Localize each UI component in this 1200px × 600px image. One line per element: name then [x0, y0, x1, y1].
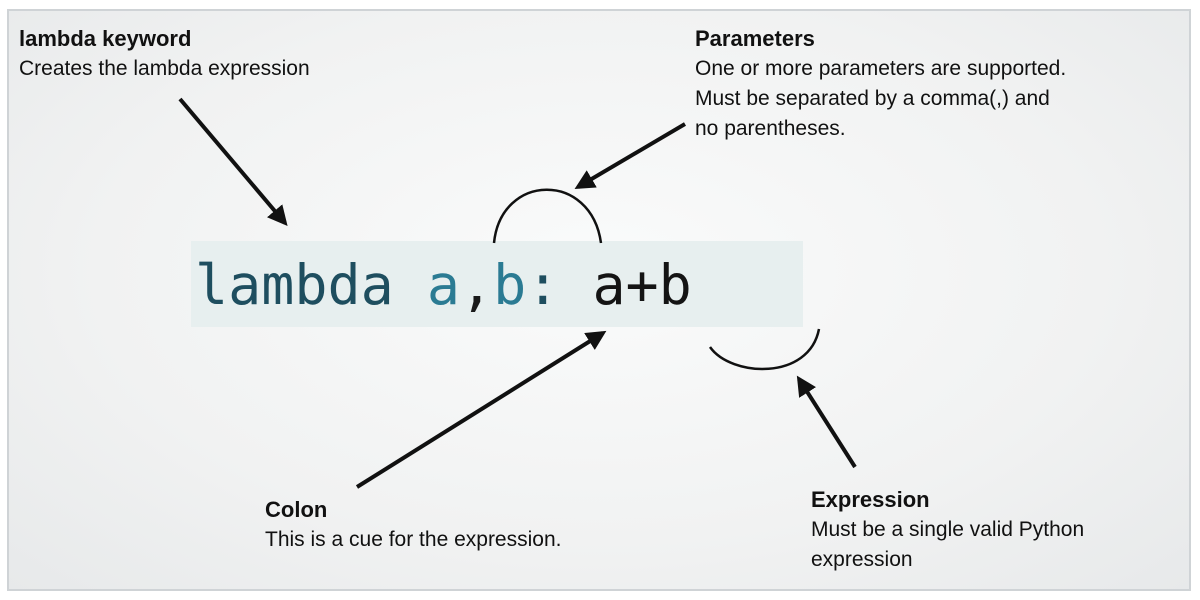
- colon-description: This is a cue for the expression.: [265, 528, 562, 551]
- parameters-description-line: One or more parameters are supported.: [695, 57, 1067, 80]
- code-colon: :: [526, 253, 560, 317]
- expression-bracket-arc: [708, 328, 821, 371]
- code-lambda-keyword: lambda: [195, 253, 394, 317]
- parameters-arrow: [574, 122, 687, 190]
- lambda-keyword-title: lambda keyword: [19, 26, 192, 51]
- parameters-title: Parameters: [695, 26, 815, 51]
- parameters-description-line: Must be separated by a comma(,) and: [695, 87, 1050, 110]
- parameters-bracket-arc: [492, 188, 603, 244]
- diagram-frame: lambda keyword Creates the lambda expres…: [7, 9, 1191, 591]
- code-comma: ,: [459, 253, 494, 317]
- expression-annotation: Expression Must be a single valid Python…: [811, 485, 1084, 575]
- colon-title: Colon: [265, 497, 328, 522]
- colon-annotation: Colon This is a cue for the expression.: [265, 495, 561, 555]
- parameters-description-line: no parentheses.: [695, 117, 846, 140]
- code-highlight-band: [191, 241, 803, 327]
- expression-title: Expression: [811, 487, 930, 512]
- code-param-b: b: [493, 253, 527, 317]
- lambda-keyword-description: Creates the lambda expression: [19, 57, 310, 80]
- lambda-keyword-arrow: [178, 97, 288, 227]
- lambda-code-line: lambda a,b: a+b: [195, 245, 692, 325]
- colon-arrow: [355, 330, 607, 489]
- code-param-a: a: [426, 253, 460, 317]
- parameters-annotation: Parameters One or more parameters are su…: [695, 24, 1066, 144]
- expression-arrow: [796, 375, 857, 469]
- lambda-keyword-annotation: lambda keyword Creates the lambda expres…: [19, 24, 310, 84]
- expression-description-line: Must be a single valid Python: [811, 518, 1085, 541]
- code-expression: a+b: [592, 253, 692, 317]
- expression-description-line: expression: [811, 548, 913, 571]
